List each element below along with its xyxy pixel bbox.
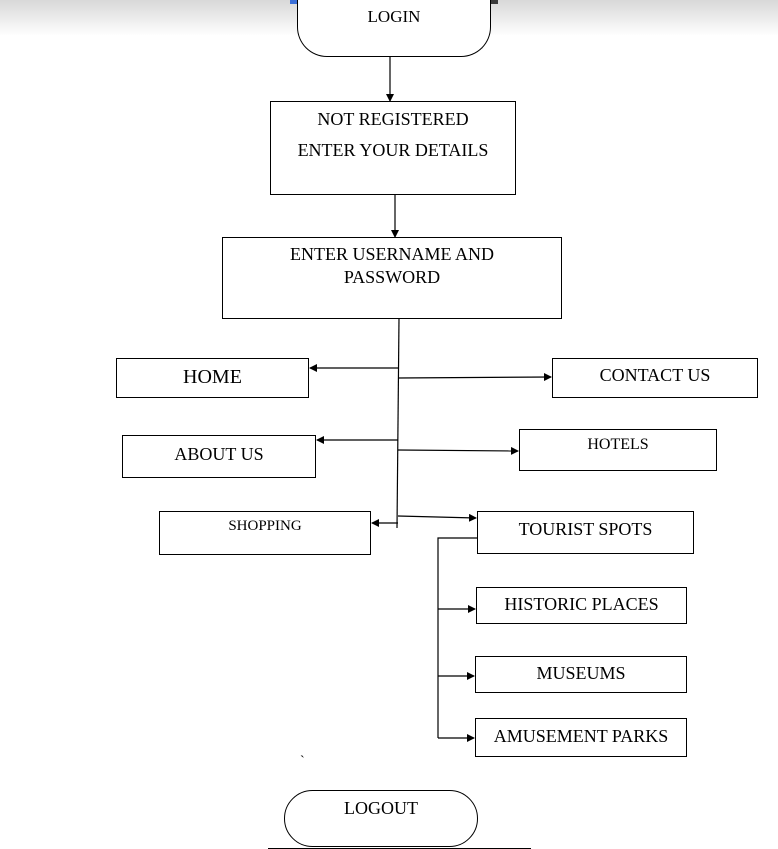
- tourist-branch-line: [437, 537, 477, 738]
- hotels-label: HOTELS: [587, 436, 649, 453]
- shopping-label: SHOPPING: [228, 518, 302, 534]
- home-node: HOME: [116, 358, 309, 398]
- register-line-1: NOT REGISTERED: [317, 109, 469, 129]
- credentials-node: ENTER USERNAME AND PASSWORD: [222, 237, 562, 319]
- museums-label: MUSEUMS: [536, 663, 626, 683]
- tourist-node: TOURIST SPOTS: [477, 511, 694, 554]
- historic-label: HISTORIC PLACES: [504, 594, 659, 614]
- about-label: ABOUT US: [174, 444, 264, 464]
- menu-trunk-line: [396, 317, 400, 529]
- register-node: NOT REGISTERED ENTER YOUR DETAILS: [270, 101, 516, 195]
- shopping-node: SHOPPING: [159, 511, 371, 555]
- home-label: HOME: [183, 366, 242, 388]
- logout-node: LOGOUT: [284, 790, 478, 847]
- login-node: LOGIN: [297, 0, 491, 57]
- login-label: LOGIN: [367, 7, 421, 26]
- register-line-2: ENTER YOUR DETAILS: [297, 140, 489, 160]
- tourist-label: TOURIST SPOTS: [518, 519, 653, 539]
- hotels-node: HOTELS: [519, 429, 717, 471]
- arrow-to-hotels: [397, 446, 519, 455]
- logout-label: LOGOUT: [344, 798, 418, 818]
- credentials-line-2: PASSWORD: [343, 267, 441, 287]
- credentials-line-1: ENTER USERNAME AND: [289, 244, 494, 264]
- contact-node: CONTACT US: [552, 358, 758, 398]
- contact-label: CONTACT US: [599, 365, 711, 385]
- arrow-to-tourist: [397, 513, 477, 522]
- stray-mark: `: [300, 754, 305, 769]
- arrow-to-contact: [397, 373, 552, 382]
- amusement-node: AMUSEMENT PARKS: [475, 718, 687, 757]
- amusement-label: AMUSEMENT PARKS: [493, 726, 669, 746]
- museums-node: MUSEUMS: [475, 656, 687, 693]
- historic-node: HISTORIC PLACES: [476, 587, 687, 624]
- about-node: ABOUT US: [122, 435, 316, 478]
